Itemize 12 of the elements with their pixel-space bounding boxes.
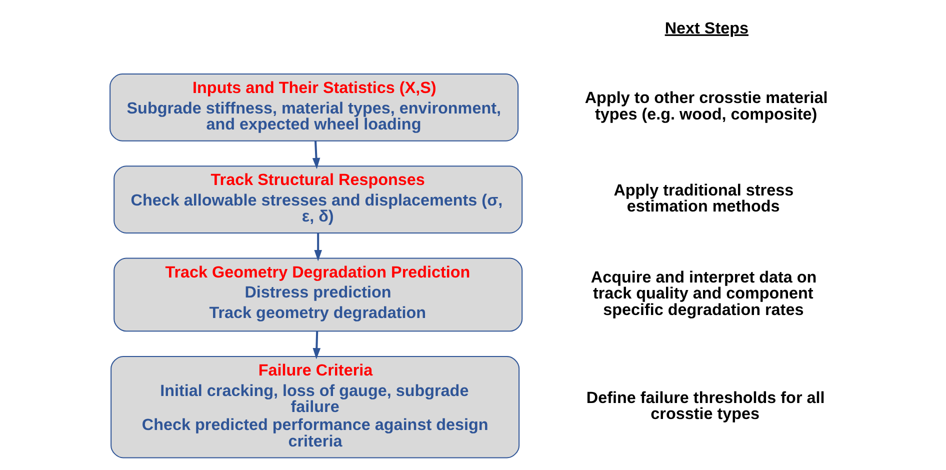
node-box: Track Structural Responses Check allowable stresses and displacements (σ, ε, δ)	[113, 166, 522, 234]
arrow	[312, 140, 320, 170]
node-box: Inputs and Their Statistics (X,S) Subgrade stiffness, material types, environment, and expected wheel loading	[109, 74, 518, 142]
label: Next Steps	[664, 19, 748, 38]
label: Apply to other crosstie material types (e.g. wood, composite)	[584, 89, 828, 124]
arrow	[314, 233, 322, 262]
arrow	[312, 331, 320, 360]
label: Define failure thresholds for all crosstie types	[586, 388, 824, 424]
node-box: Track Geometry Degradation Prediction Distress prediction Track geometry degradation	[113, 258, 522, 332]
label: Apply traditional stress estimation methods	[613, 181, 794, 216]
label: Acquire and interpret data on track quality and component specific degradation rates	[590, 268, 816, 319]
node-box: Failure Criteria Initial cracking, loss of gauge, subgrade failure Check predicted performance against design criteria	[110, 356, 520, 458]
